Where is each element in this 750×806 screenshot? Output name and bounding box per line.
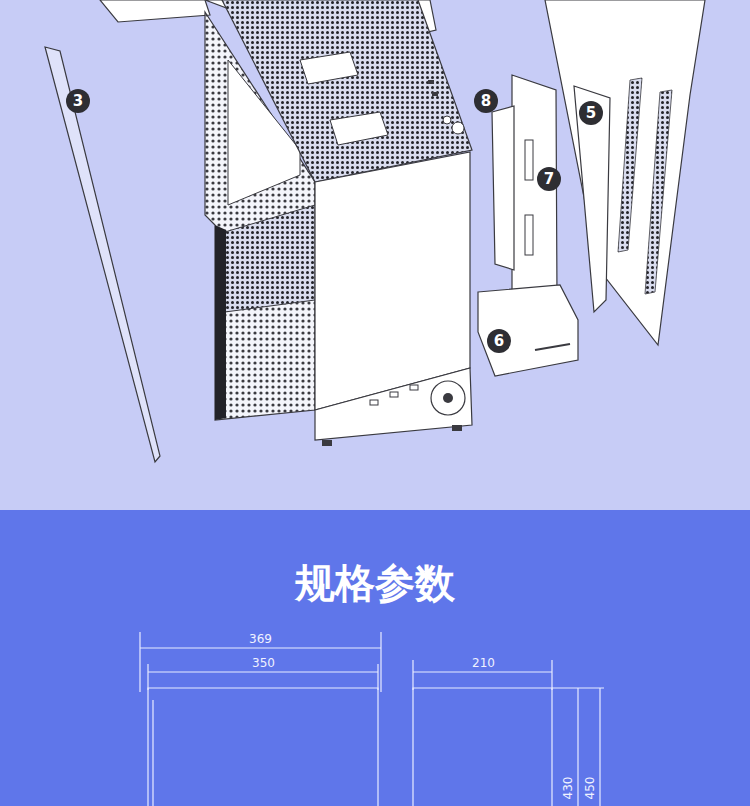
callout-number: 7 (537, 167, 561, 191)
callout-number: 6 (487, 329, 511, 353)
callout-text: 7 (544, 172, 554, 187)
top-plate-cutout (300, 52, 358, 84)
drive-tray (478, 285, 578, 376)
callout-text: 6 (494, 334, 504, 349)
top-plate-cutout (330, 112, 388, 145)
power-button (452, 122, 464, 134)
vent-strip (645, 90, 672, 294)
bracket (512, 75, 557, 322)
mount-plate (492, 106, 514, 270)
callout-text: 5 (586, 106, 596, 121)
top-plate (100, 0, 210, 22)
io-port (428, 80, 434, 84)
dimension-label: 430 (562, 777, 574, 800)
bracket-slot (525, 140, 533, 180)
front-face (315, 152, 470, 410)
callout-number: 8 (474, 89, 498, 113)
dimension-label: 450 (584, 777, 596, 800)
top-face (222, 0, 472, 182)
callout-text: 3 (73, 94, 83, 109)
side-panel (545, 0, 705, 345)
foot (452, 425, 462, 431)
io-port (432, 92, 438, 96)
dimension-label: 369 (249, 633, 272, 645)
glass-panel (45, 47, 160, 462)
bracket-slot (525, 215, 533, 255)
vent-strip (618, 78, 642, 252)
callout-number: 3 (66, 89, 90, 113)
fan-hub (443, 393, 453, 403)
case-frame-edge (215, 225, 226, 420)
callout-text: 8 (481, 94, 491, 109)
io-button (443, 116, 451, 124)
section-title: 规格参数 (295, 561, 455, 605)
tray-rail (535, 344, 570, 350)
fan (431, 381, 465, 415)
cover-plate (574, 86, 610, 312)
bottom-ground (0, 510, 750, 806)
vent (410, 385, 418, 390)
callout-number: 5 (579, 101, 603, 125)
dimension-label: 210 (472, 657, 495, 669)
psu-shroud (225, 205, 315, 312)
vent (370, 400, 378, 405)
vent (390, 392, 398, 397)
top-ground (0, 0, 750, 510)
lower-front (315, 368, 472, 440)
foot (322, 440, 332, 446)
dimension-drawing (140, 632, 604, 806)
dimension-label: 350 (252, 657, 275, 669)
